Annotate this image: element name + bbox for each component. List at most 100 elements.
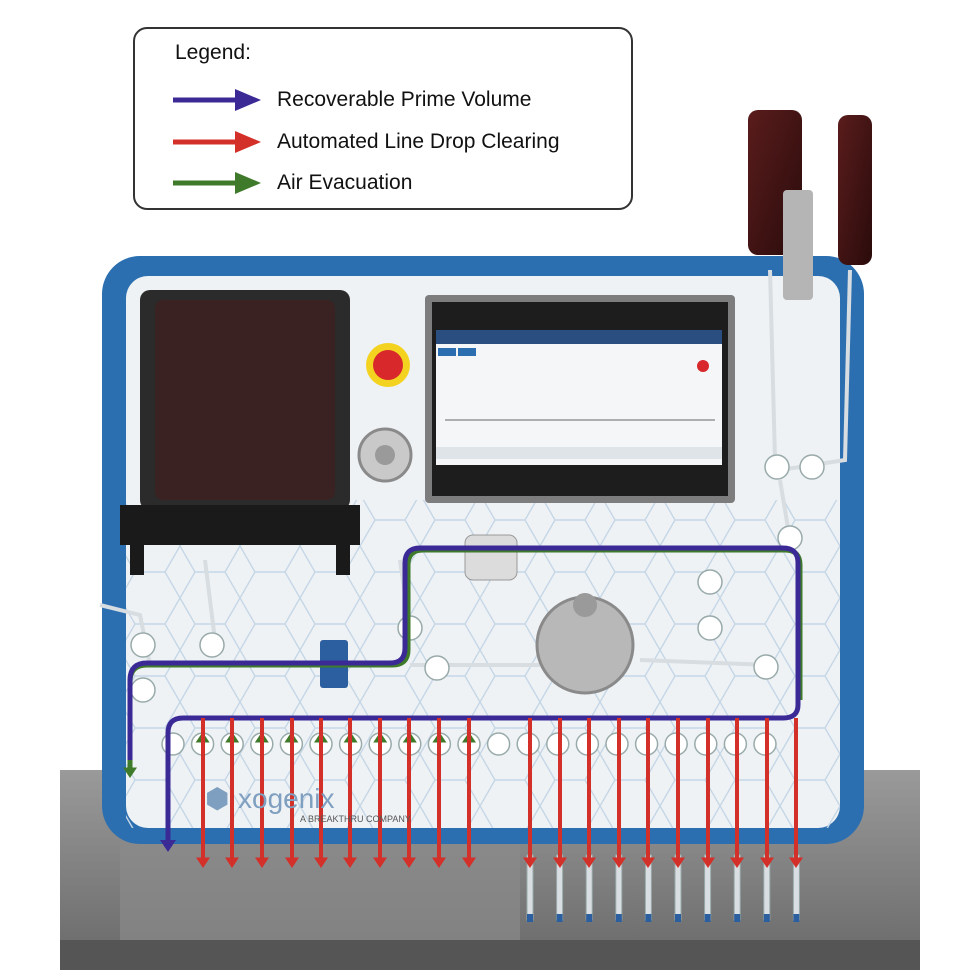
arrow-head bbox=[225, 857, 239, 868]
outlet-tube bbox=[585, 854, 593, 921]
arrow-head bbox=[730, 857, 744, 868]
manifold-port bbox=[190, 732, 215, 756]
outlet-tube bbox=[792, 854, 800, 921]
manifold-port bbox=[161, 732, 185, 756]
hex-pattern bbox=[126, 500, 840, 828]
arrow-head bbox=[402, 857, 416, 868]
device-panel bbox=[126, 276, 840, 828]
manifold-port bbox=[457, 732, 481, 756]
arrow-head bbox=[432, 732, 447, 743]
legend-item-air: Air Evacuation bbox=[171, 168, 412, 198]
manifold-port bbox=[398, 732, 422, 756]
arrow-head bbox=[284, 732, 299, 743]
arrow-head bbox=[225, 732, 240, 743]
outlet-cap bbox=[763, 914, 770, 922]
legend-title: Legend: bbox=[175, 41, 251, 64]
arrow-head bbox=[701, 857, 715, 868]
sensor-block bbox=[320, 640, 348, 688]
screen-frame bbox=[432, 302, 728, 496]
e-stop-base bbox=[366, 343, 410, 387]
outlet-tube bbox=[674, 854, 682, 921]
outlet-tube bbox=[733, 854, 741, 921]
hanging-bag-2 bbox=[838, 115, 872, 265]
arrow-head bbox=[123, 767, 137, 778]
manifold-port bbox=[605, 732, 629, 756]
screen-display bbox=[436, 330, 722, 465]
legend-item-drop-clearing: Automated Line Drop Clearing bbox=[171, 127, 560, 157]
outlet-cap bbox=[734, 914, 741, 922]
arrow-head bbox=[343, 857, 357, 868]
arrow-head bbox=[641, 857, 655, 868]
manifold-port bbox=[368, 732, 392, 756]
arrow-head bbox=[582, 857, 596, 868]
air-path bbox=[127, 547, 803, 770]
outlet-cap bbox=[556, 914, 563, 922]
arrow-head bbox=[254, 732, 269, 743]
table-edge bbox=[60, 940, 920, 970]
arrow-head bbox=[255, 857, 269, 868]
bag-hopper bbox=[140, 290, 350, 510]
arrow-head bbox=[285, 857, 299, 868]
manifold-port bbox=[516, 732, 540, 756]
manifold-port bbox=[250, 732, 274, 756]
outlet-tube bbox=[526, 854, 534, 921]
manifold-port bbox=[664, 732, 688, 756]
arrow-head bbox=[196, 857, 210, 868]
outlet-tube bbox=[704, 854, 712, 921]
brand-logo-icon: ⬢ bbox=[205, 783, 229, 814]
e-stop-icon bbox=[373, 350, 403, 380]
outlet-tube bbox=[615, 854, 623, 921]
screen-bezel bbox=[425, 295, 735, 503]
outlet-tube bbox=[763, 854, 771, 921]
hanging-bag-1 bbox=[748, 110, 802, 255]
brand-tagline: A BREAKTHRU COMPANY bbox=[300, 814, 411, 824]
screen-alarm-icon bbox=[697, 360, 709, 372]
manifold-port bbox=[279, 732, 304, 756]
legend-box: Legend: Recoverable Prime Volume Automat… bbox=[133, 27, 633, 210]
manifold-port bbox=[575, 732, 600, 756]
arrow-head bbox=[343, 732, 358, 743]
flow-arrows bbox=[123, 545, 803, 868]
valves bbox=[130, 454, 825, 703]
brand-name: xogenix bbox=[238, 783, 335, 814]
manifold-port bbox=[546, 732, 570, 756]
screen-header bbox=[436, 330, 722, 344]
arrow-head bbox=[373, 732, 388, 743]
manifold-port bbox=[634, 732, 659, 756]
device-frame bbox=[102, 256, 864, 844]
arrow-head bbox=[373, 857, 387, 868]
air-arrow-icon bbox=[173, 172, 261, 194]
legend-label-air: Air Evacuation bbox=[277, 171, 413, 194]
arrow-head bbox=[612, 857, 626, 868]
pump-head bbox=[535, 595, 635, 695]
outlet-tube bbox=[644, 854, 652, 921]
manifold-port bbox=[427, 732, 452, 756]
arrow-head bbox=[402, 732, 417, 743]
arrow-head bbox=[789, 857, 803, 868]
manifold-port bbox=[753, 732, 777, 756]
arrow-head bbox=[314, 732, 328, 743]
drop-arrow-icon bbox=[173, 131, 261, 153]
arrow-head bbox=[671, 857, 685, 868]
outlet-cap bbox=[675, 914, 681, 922]
arrow-head bbox=[160, 840, 176, 852]
outlet-cap bbox=[586, 914, 593, 922]
manifold-port bbox=[723, 732, 748, 756]
bag-clamp bbox=[783, 190, 813, 300]
outlet-cap bbox=[527, 914, 533, 922]
arrow-head bbox=[553, 857, 567, 868]
arrow-head bbox=[432, 857, 446, 868]
bubble-detector bbox=[464, 534, 518, 581]
tubing bbox=[99, 269, 852, 667]
outlet-cap bbox=[793, 914, 800, 922]
prime-arrow-icon bbox=[173, 89, 261, 111]
arrow-head bbox=[760, 857, 774, 868]
manifold-port bbox=[338, 732, 363, 756]
prime-path bbox=[127, 545, 801, 845]
arrow-head bbox=[462, 732, 476, 743]
outlet-cap bbox=[704, 914, 711, 922]
legend-label-drop-clearing: Automated Line Drop Clearing bbox=[277, 130, 560, 153]
outlet-tube bbox=[556, 854, 564, 921]
manifold-port bbox=[309, 732, 333, 756]
arrow-head bbox=[314, 857, 328, 868]
